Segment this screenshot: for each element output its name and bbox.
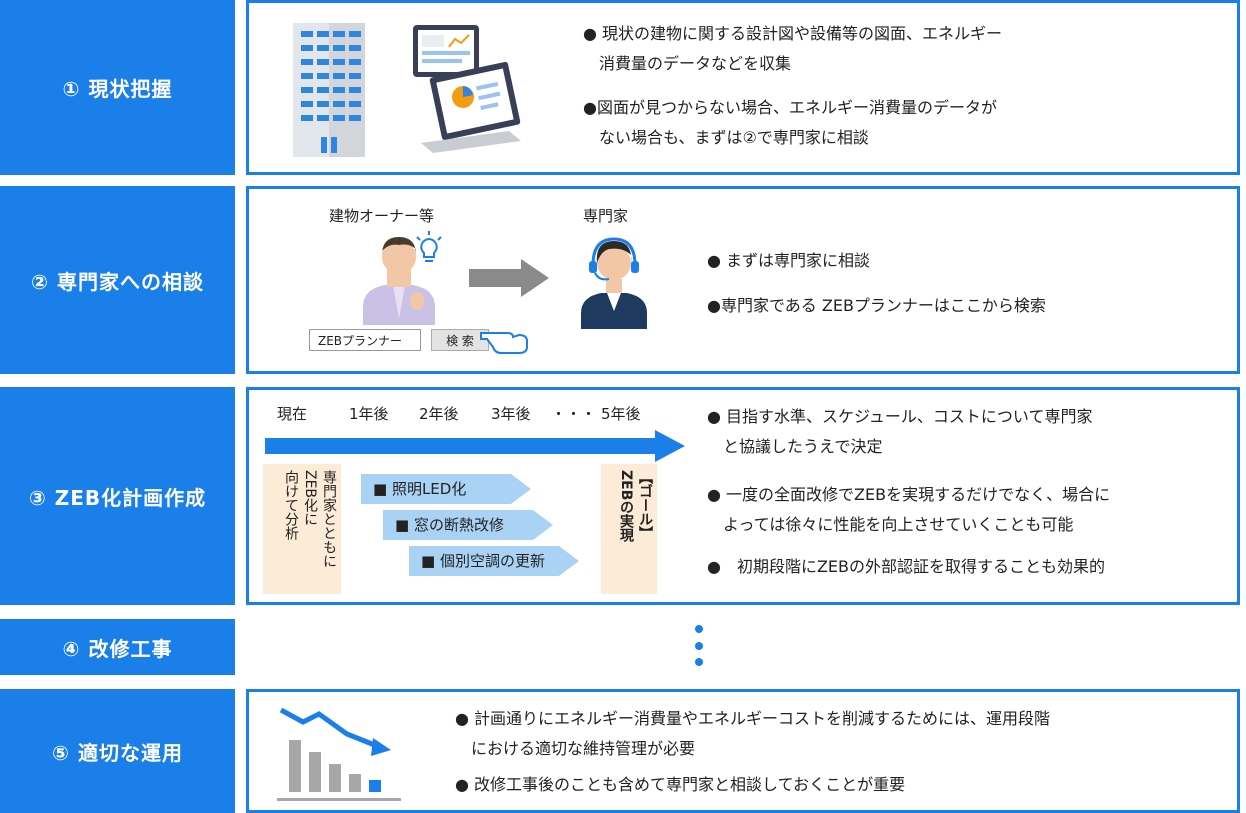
step-5-panel: ● 計画通りにエネルギー消費量やエネルギーコストを削減するためには、運用段階 に… [246, 689, 1240, 813]
action-led-lighting: ■ 照明LED化 [361, 474, 531, 504]
step-5-bullet-1: ● 計画通りにエネルギー消費量やエネルギーコストを削減するためには、運用段階 に… [455, 709, 1051, 758]
step-2-label: ② 専門家への相談 [0, 186, 235, 374]
action-hvac-update-label: ■ 個別空調の更新 [421, 552, 545, 570]
step-1-panel: ● 現状の建物に関する設計図や設備等の図面、エネルギー 消費量のデータなどを収集… [246, 0, 1240, 175]
timeline-now: 現在 [277, 405, 308, 423]
zeb-planner-search-input[interactable]: ZEBプランナー [309, 329, 421, 351]
building-owner-person-icon [363, 237, 435, 325]
step-3-bullet-2: ● 一度の全面改修でZEBを実現するだけでなく、場合に よっては徐々に性能を向上… [707, 485, 1111, 534]
dot-1 [695, 625, 703, 633]
step-2-bullet-2: ●専門家である ZEBプランナーはここから検索 [707, 296, 1046, 315]
step-3-label: ③ ZEB化計画作成 [0, 387, 235, 605]
step-4-label: ④ 改修工事 [0, 619, 235, 675]
tablet-laptop-analytics-icon [413, 25, 521, 153]
pointing-hand-icon [480, 332, 528, 354]
action-window-insulation-label: ■ 窓の断熱改修 [395, 516, 504, 534]
action-window-insulation: ■ 窓の断熱改修 [383, 510, 553, 540]
step-3-bullet-1: ● 目指す水準、スケジュール、コストについて専門家 と協議したうえで決定 [707, 407, 1093, 456]
analysis-with-expert-box: 専門家とともに ZEB化に 向けて分析 [263, 464, 341, 594]
timeline-year-5: 5年後 [601, 405, 641, 423]
step-5-bullet-2: ● 改修工事後のことも含めて専門家と相談しておくことが重要 [455, 775, 906, 794]
dot-2 [695, 642, 703, 650]
timeline-year-2: 2年後 [419, 405, 459, 423]
action-hvac-update: ■ 個別空調の更新 [409, 546, 579, 576]
decreasing-energy-chart-icon [277, 707, 401, 801]
timeline-ellipsis: ・・・ [551, 405, 597, 423]
step-3-panel: 現在 1年後 2年後 3年後 ・・・ 5年後 専門家とともに ZEB化に 向けて… [246, 387, 1240, 605]
timeline-year-1: 1年後 [349, 405, 389, 423]
action-led-lighting-label: ■ 照明LED化 [373, 480, 467, 498]
expert-label: 専門家 [583, 207, 629, 225]
step-1-bullet-1: ● 現状の建物に関する設計図や設備等の図面、エネルギー 消費量のデータなどを収集 [583, 24, 1003, 73]
timeline-year-3: 3年後 [491, 405, 531, 423]
timeline-arrow [265, 430, 685, 462]
dot-3 [695, 658, 703, 666]
step-1-bullet-2: ●図面が見つからない場合、エネルギー消費量のデータが ない場合も、まずは②で専門… [583, 98, 997, 147]
step-2-bullet-1: ● まずは専門家に相談 [707, 251, 871, 270]
zeb-goal-box: 【ゴール】 ZEBの実現 [601, 464, 657, 594]
expert-headset-person-icon [581, 237, 647, 329]
office-building-icon [293, 23, 365, 157]
step-5-label: ⑤ 適切な運用 [0, 689, 235, 813]
search-button[interactable]: 検 索 [431, 329, 489, 351]
right-arrow-icon [469, 259, 549, 297]
building-owner-label: 建物オーナー等 [329, 207, 435, 225]
step-2-panel: 建物オーナー等 専門家 ZEBプランナー 検 索 ● まずは専門家に相談 ●専門… [246, 186, 1240, 374]
step-3-bullet-3: ● 初期段階にZEBの外部認証を取得することも効果的 [707, 557, 1106, 576]
step-1-label: ① 現状把握 [0, 0, 235, 175]
idea-lightbulb-icon [416, 231, 442, 262]
